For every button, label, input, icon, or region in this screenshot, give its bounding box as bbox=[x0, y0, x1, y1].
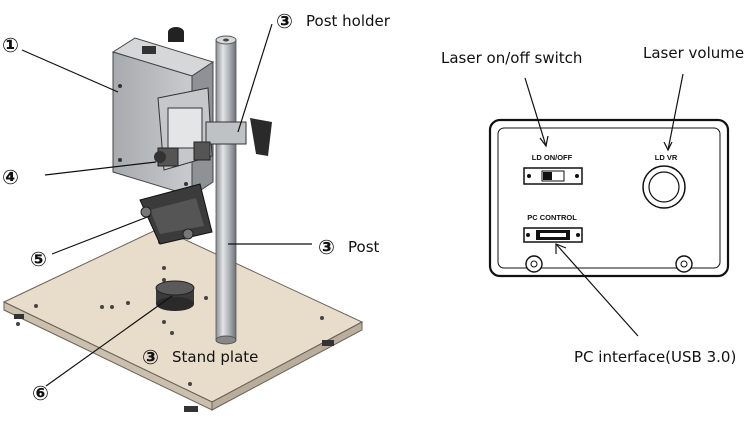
callout-6-number: ⑥ bbox=[32, 381, 49, 405]
callout-post-number: ③ bbox=[318, 235, 335, 259]
post bbox=[215, 35, 237, 345]
pc-interface-label: PC interface(USB 3.0) bbox=[574, 348, 736, 366]
post-holder bbox=[154, 87, 272, 171]
stand-plate bbox=[2, 227, 364, 412]
tilt-stage bbox=[139, 183, 213, 245]
panel-pc-control-label: PC CONTROL bbox=[527, 213, 577, 222]
panel-screws bbox=[525, 255, 693, 273]
laser-switch[interactable] bbox=[523, 167, 583, 185]
labels-right: Laser on/off switch Laser volume PC inte… bbox=[441, 44, 744, 366]
callout-1-number: ① bbox=[2, 33, 19, 57]
leader-lines-right bbox=[524, 73, 684, 337]
callouts-left: ① ③ Post holder ④ ⑤ ③ Post ③ Stand plate… bbox=[2, 9, 391, 405]
leader-lines-left bbox=[21, 23, 312, 387]
callout-stand-plate-number: ③ bbox=[142, 345, 159, 369]
callout-post-label: Post bbox=[348, 238, 380, 256]
callout-post-holder-number: ③ bbox=[276, 9, 293, 33]
laser-volume-knob[interactable] bbox=[642, 165, 686, 209]
panel-ld-vr-label: LD VR bbox=[655, 153, 678, 162]
callout-post-holder-label: Post holder bbox=[306, 12, 391, 30]
panel-ld-onoff-label: LD ON/OFF bbox=[532, 153, 573, 162]
callout-stand-plate-label: Stand plate bbox=[172, 348, 258, 366]
usb-port[interactable] bbox=[523, 227, 583, 243]
puck bbox=[155, 280, 195, 311]
stand-assembly bbox=[2, 27, 364, 412]
rear-panel: LD ON/OFF LD VR PC CONTROL bbox=[488, 118, 730, 278]
laser-volume-label: Laser volume bbox=[643, 44, 744, 62]
laser-switch-label: Laser on/off switch bbox=[441, 49, 582, 67]
callout-4-number: ④ bbox=[2, 165, 19, 189]
callout-5-number: ⑤ bbox=[30, 247, 47, 271]
